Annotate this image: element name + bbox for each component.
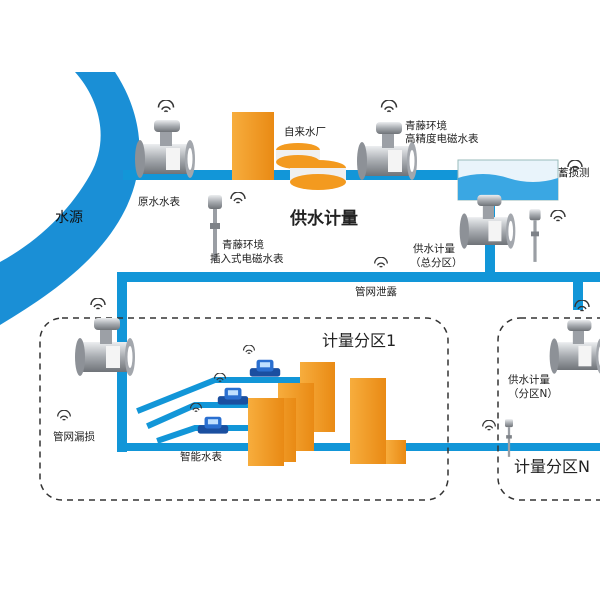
zone1-label: 计量分区1 xyxy=(322,331,396,350)
wifi-signal-icon xyxy=(374,257,388,268)
supply-n-label-2: （分区N） xyxy=(508,388,558,400)
diagram-title: 供水计量 xyxy=(289,208,358,229)
smart-water-meter-icon xyxy=(217,387,249,405)
raw-water-meter-label: 原水水表 xyxy=(138,195,180,208)
wifi-signal-icon xyxy=(90,298,106,310)
waterworks-label: 自来水厂 xyxy=(284,125,326,138)
smart-water-meter-icon xyxy=(197,416,229,434)
wifi-signal-icon xyxy=(57,410,71,421)
wifi-signal-icon xyxy=(157,100,175,113)
high-precision-meter: 青藤环境 高精度电磁水表 xyxy=(357,100,479,180)
smart-water-meter-icon xyxy=(249,359,281,377)
smart-meter-label: 智能水表 xyxy=(180,450,222,463)
supply-n-label-1: 供水计量 xyxy=(508,373,550,386)
wifi-signal-icon xyxy=(550,210,566,222)
insertion-meter: 青藤环境 插入式电磁水表 xyxy=(208,192,284,265)
electromagnetic-meter-icon xyxy=(549,319,600,374)
water-source-label: 水源 xyxy=(55,210,83,226)
insert-meter-label-2: 插入式电磁水表 xyxy=(210,252,284,265)
insert-meter-label-1: 青藤环境 xyxy=(222,238,264,251)
supply-total-label-1: 供水计量 xyxy=(413,242,455,255)
hp-meter-label-1: 青藤环境 xyxy=(405,119,447,132)
river xyxy=(0,72,140,325)
wifi-signal-icon xyxy=(380,100,398,113)
storage-tank: 蓄损测 xyxy=(457,159,590,262)
wifi-signal-icon xyxy=(242,345,256,355)
zoneN-label: 计量分区N xyxy=(514,457,590,476)
zone1-boundary xyxy=(39,317,449,501)
zoneN-boundary xyxy=(497,317,600,501)
buildings-zone1 xyxy=(248,362,406,466)
smart-meters: 智能水表 xyxy=(180,345,281,463)
storage-loss-label: 蓄损测 xyxy=(558,166,590,179)
electromagnetic-meter-icon xyxy=(135,120,195,178)
insertion-meter-icon xyxy=(505,419,513,457)
network-loss-label: 管网漏损 xyxy=(53,430,95,443)
hp-meter-label-2: 高精度电磁水表 xyxy=(405,132,479,145)
insertion-meter-icon xyxy=(208,195,222,261)
waterworks: 自来水厂 xyxy=(232,112,346,190)
electromagnetic-meter-icon xyxy=(459,194,516,249)
wifi-signal-icon xyxy=(230,192,246,204)
insertion-meter-icon xyxy=(529,209,541,262)
pipe-leak-label: 管网泄露 xyxy=(355,285,397,298)
wifi-signal-icon xyxy=(482,420,496,431)
raw-water-meter: 原水水表 xyxy=(135,100,195,208)
supply-total-label-2: （总分区） xyxy=(410,256,463,269)
